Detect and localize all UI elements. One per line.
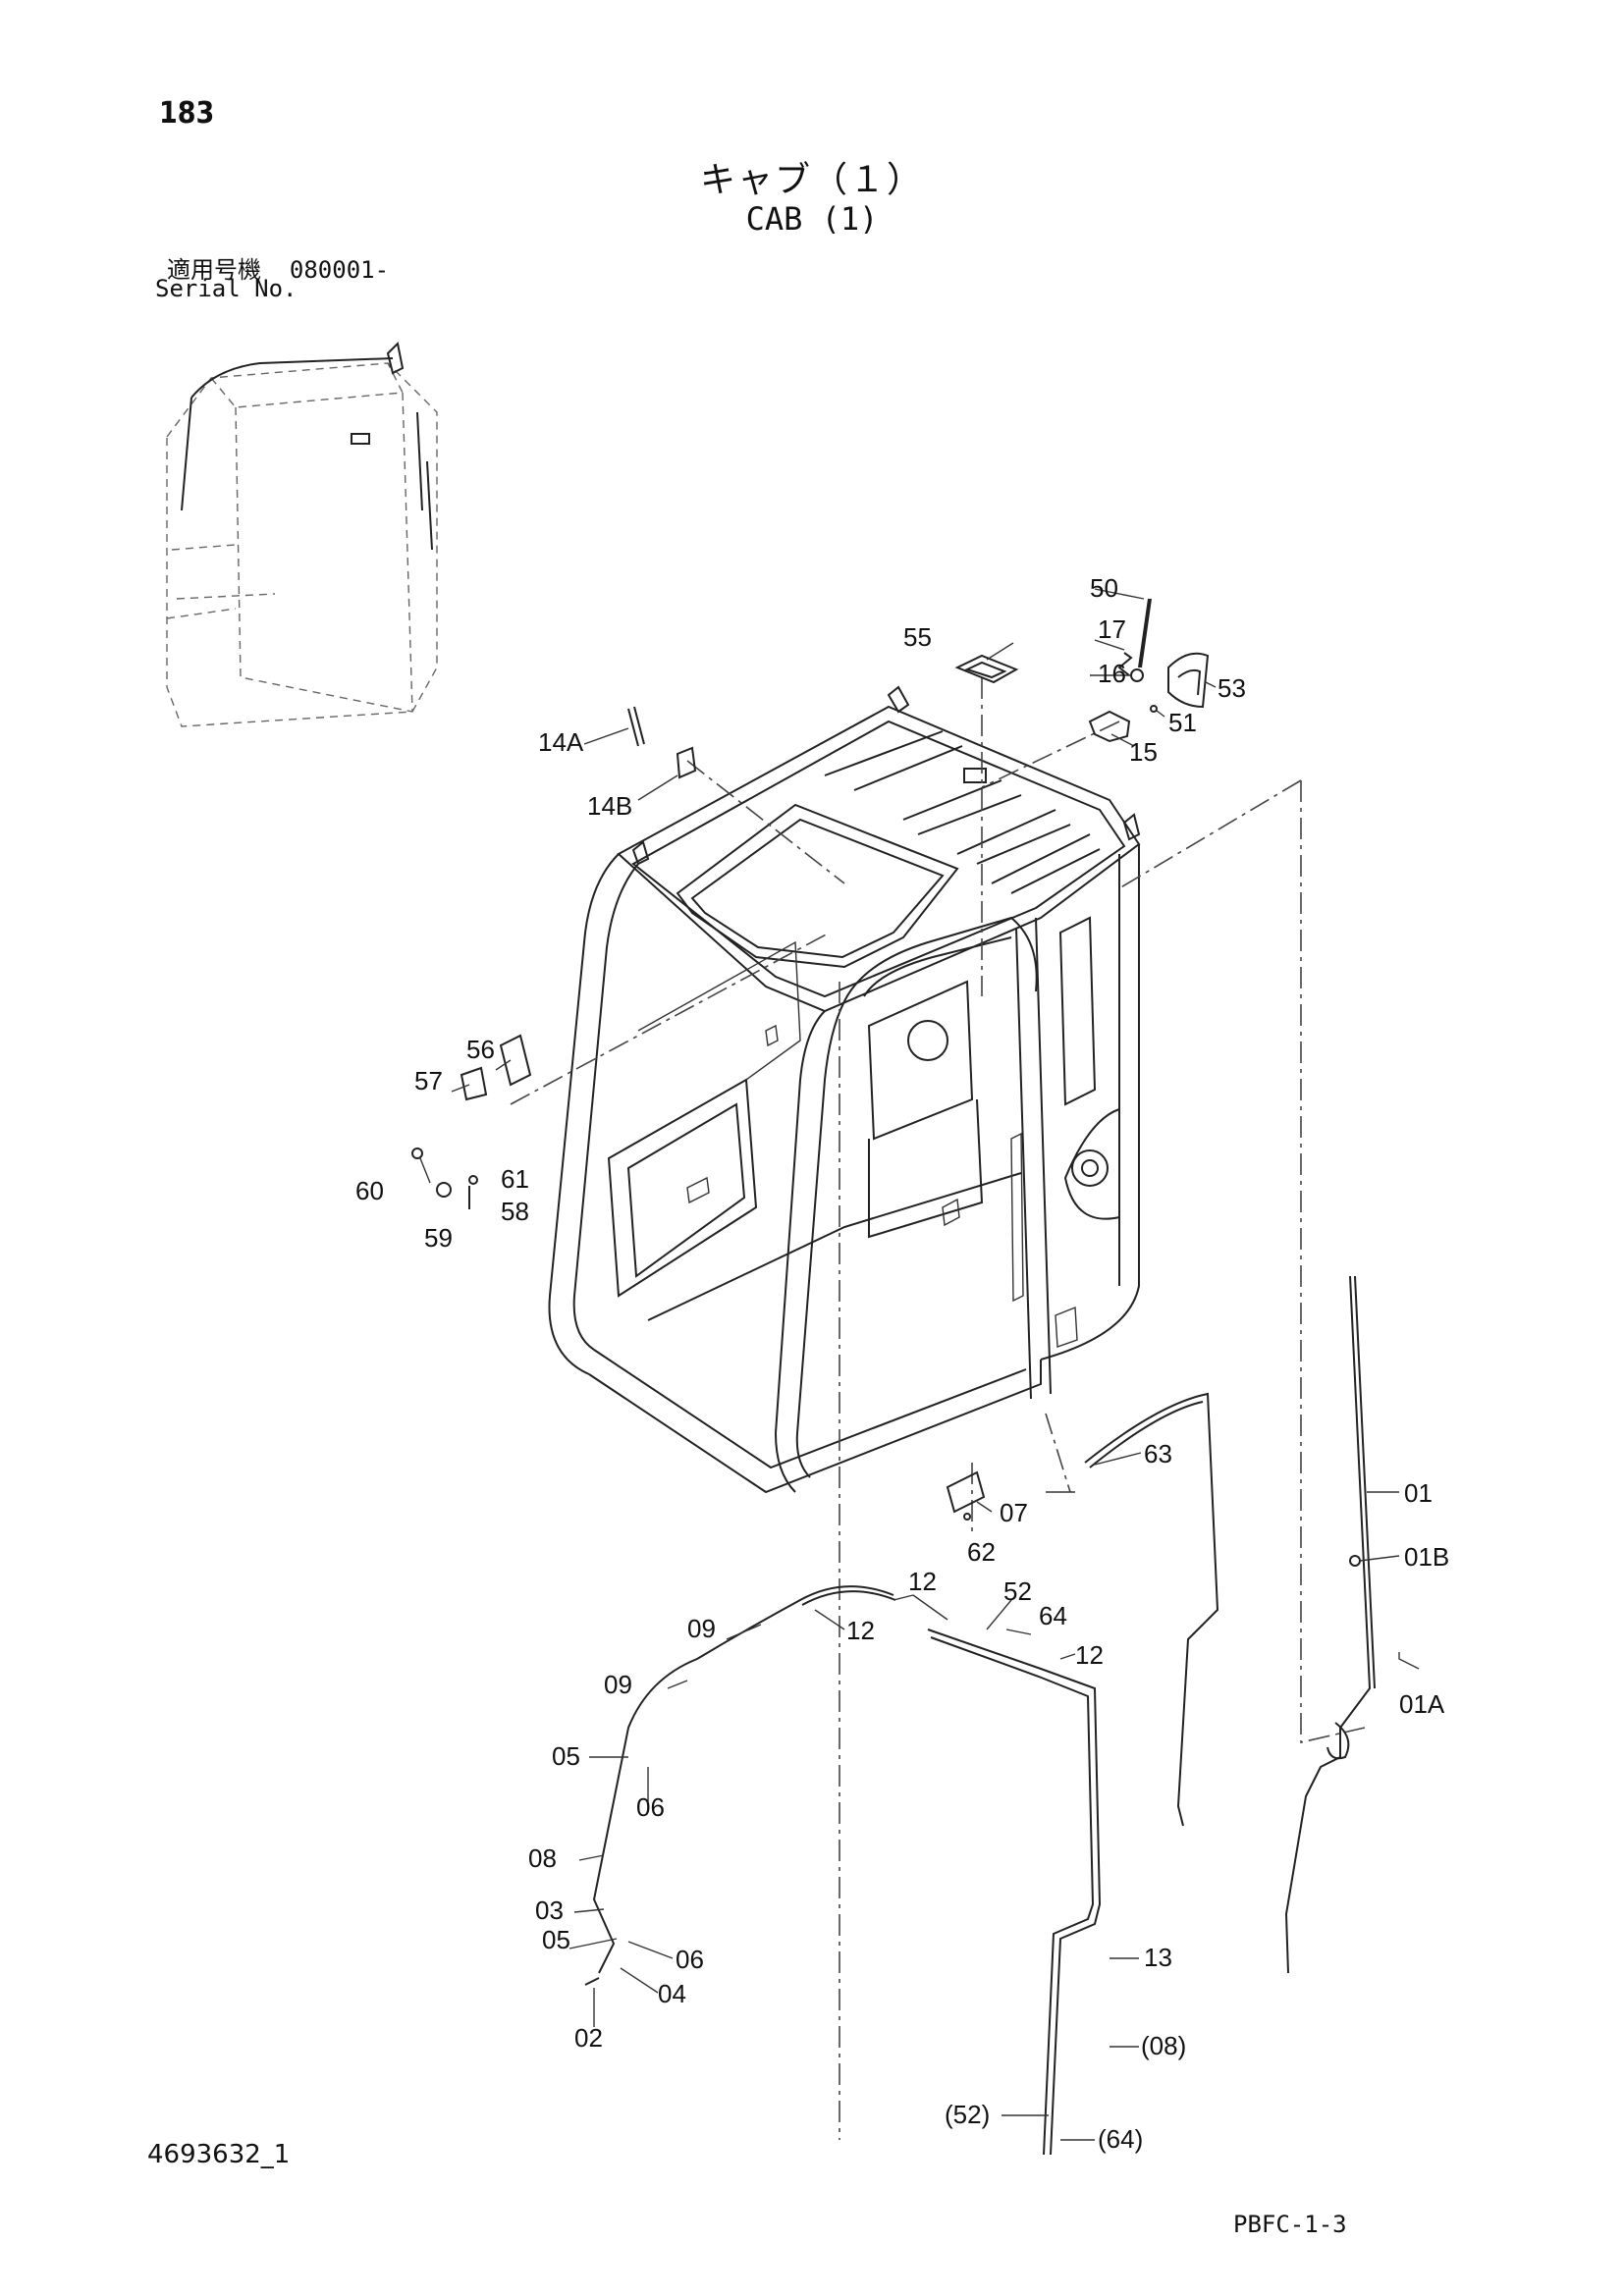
callout-64: 64 — [1039, 1601, 1067, 1630]
callout-03: 03 — [535, 1896, 564, 1925]
callout-07: 07 — [1000, 1498, 1028, 1527]
callout-labels: 50 55 17 16 53 51 15 14A 14B 56 57 60 61… — [355, 573, 1449, 2154]
callout-09-upper: 09 — [687, 1614, 716, 1643]
callout-15: 15 — [1129, 737, 1158, 767]
callout-12-left: 12 — [846, 1616, 875, 1645]
callout-14a: 14A — [538, 727, 584, 757]
page-title-japanese: キャブ（１） — [699, 160, 924, 200]
serial-value: 080001- — [289, 256, 390, 284]
callout-06-lower: 06 — [676, 1945, 704, 1974]
callout-52-ref: (52) — [945, 2100, 990, 2129]
serial-label-english: Serial No. — [155, 275, 298, 302]
callout-61: 61 — [501, 1164, 529, 1194]
page-title-english: CAB (1) — [745, 200, 879, 238]
callout-13: 13 — [1144, 1943, 1172, 1972]
callout-60: 60 — [355, 1176, 384, 1205]
callout-12-right: 12 — [1075, 1640, 1104, 1670]
callout-01b: 01B — [1404, 1542, 1449, 1572]
locator-cab-thumbnail — [166, 341, 438, 727]
callout-06-upper: 06 — [636, 1792, 665, 1822]
callout-16: 16 — [1098, 659, 1126, 688]
leader-lines — [419, 588, 1420, 2141]
callout-51: 51 — [1168, 708, 1197, 737]
callout-04: 04 — [658, 1979, 686, 2008]
callout-14b: 14B — [587, 791, 632, 821]
serial-label-japanese: 適用号機 — [167, 256, 261, 284]
callout-52: 52 — [1003, 1576, 1032, 1606]
floor-bracket-07 — [946, 1470, 986, 1521]
callout-09-lower: 09 — [604, 1670, 632, 1699]
callout-12-top: 12 — [908, 1567, 937, 1596]
callout-17: 17 — [1098, 614, 1126, 644]
callout-57: 57 — [414, 1066, 443, 1095]
callout-62: 62 — [967, 1537, 996, 1567]
bracket-14 — [627, 706, 697, 779]
page-code: PBFC-1-3 — [1233, 2211, 1347, 2238]
callout-58: 58 — [501, 1197, 529, 1226]
callout-08: 08 — [528, 1843, 557, 1873]
serial-applicability: 適用号機 080001- — [167, 250, 389, 285]
callout-01a: 01A — [1399, 1689, 1445, 1719]
callout-08-ref: (08) — [1141, 2031, 1186, 2060]
callout-53: 53 — [1218, 673, 1246, 703]
roof-parts — [954, 598, 1210, 743]
callout-05-lower: 05 — [542, 1925, 570, 1954]
alignment-lines — [510, 677, 1366, 2140]
callout-56: 56 — [466, 1035, 495, 1064]
callout-02: 02 — [574, 2023, 603, 2053]
cab-frame — [548, 685, 1141, 1494]
callout-63: 63 — [1144, 1439, 1172, 1468]
document-number: 4693632_1 — [147, 2140, 291, 2169]
callout-59: 59 — [424, 1223, 453, 1253]
callout-64-ref: (64) — [1098, 2124, 1143, 2154]
wire-harnesses — [584, 1275, 1376, 2156]
page-number: 183 — [159, 96, 215, 131]
callout-05-upper: 05 — [552, 1741, 580, 1771]
handle-bracket-parts — [411, 1034, 532, 1209]
callout-50: 50 — [1090, 573, 1118, 603]
callout-01: 01 — [1404, 1478, 1433, 1508]
callout-55: 55 — [903, 622, 932, 652]
